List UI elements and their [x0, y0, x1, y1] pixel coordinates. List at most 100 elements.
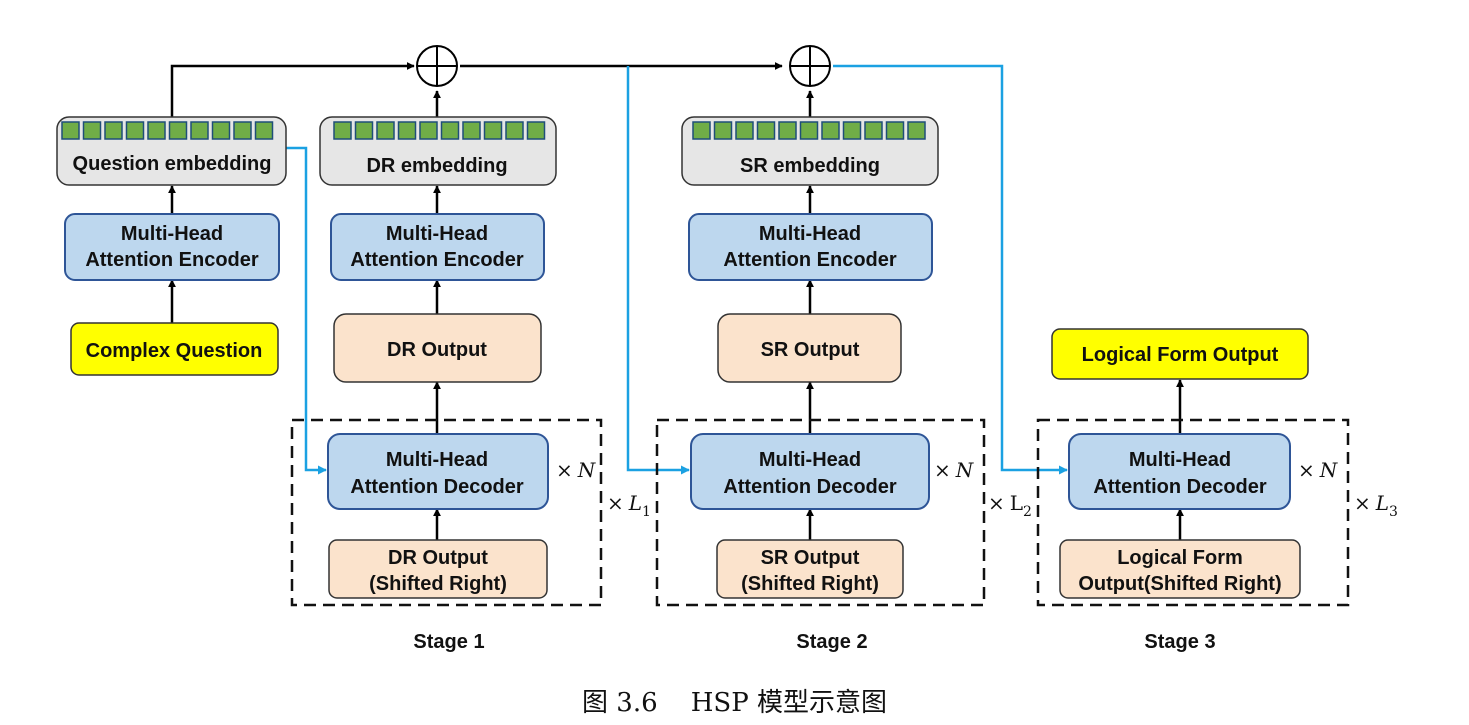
shifted-label-line1: DR Output [388, 547, 488, 569]
decoder-box [1068, 433, 1291, 510]
dr-embedding-node: DR embedding [319, 116, 557, 186]
question-to-sum1-arrow [170, 62, 415, 117]
embedding-token [505, 121, 524, 140]
decoder-1-repeat-n: ×N [556, 458, 597, 482]
embedding-token [376, 121, 395, 140]
embedding-token [419, 121, 438, 140]
stage-3-repeat-l: ×L3 [1354, 491, 1398, 520]
skip-arrows [285, 64, 1068, 475]
encoder-2-node: Multi-Head Attention Encoder [330, 213, 545, 281]
embedding-token [211, 121, 231, 140]
shifted-box [1059, 539, 1301, 599]
embedding-token [692, 121, 711, 140]
embedding-token [254, 121, 274, 140]
embedding-token [483, 121, 503, 140]
shifted-label-line2: Output(Shifted Right) [1078, 573, 1281, 595]
caption-gap [658, 688, 691, 718]
dr-shifted-node: DR Output (Shifted Right) [328, 539, 548, 599]
embedding-token [462, 121, 481, 140]
figure-caption: 图 3.6 HSP 模型示意图 [0, 682, 1469, 719]
decoder-label-line1: Multi-Head [1129, 449, 1231, 471]
embedding-token [799, 121, 819, 140]
decoder-1-node: Multi-Head Attention Decoder [327, 433, 549, 510]
sr-shifted-node: SR Output (Shifted Right) [716, 539, 904, 599]
encoder-box [64, 213, 280, 281]
sum-node-2 [789, 45, 831, 87]
decoder-label-line2: Attention Decoder [723, 476, 897, 498]
question-embedding-node: Question embedding [56, 116, 287, 186]
lf-output-label: Logical Form Output [1082, 344, 1279, 366]
embedding-tokens [333, 121, 546, 140]
embedding-token [125, 121, 145, 140]
sr-output-node: SR Output [717, 313, 902, 383]
figure-title: HSP 模型示意图 [690, 688, 887, 718]
stage-3-label: Stage 3 [1144, 631, 1215, 653]
sum1-to-dec2-skip-arrow [626, 66, 690, 475]
embedding-token [147, 121, 166, 140]
dr-output-label: DR Output [387, 339, 487, 361]
shifted-box [716, 539, 904, 599]
output-box [1051, 328, 1309, 380]
encoder-3-node: Multi-Head Attention Encoder [688, 213, 933, 281]
encoder-label-line1: Multi-Head [759, 223, 861, 245]
shifted-label-line2: (Shifted Right) [369, 573, 507, 595]
dr-embedding-label: DR embedding [366, 155, 507, 177]
decoder-label-line2: Attention Decoder [350, 476, 524, 498]
embedding-token [885, 121, 905, 140]
encoder-box [330, 213, 545, 281]
embedding-token [104, 121, 123, 140]
question-embedding-label: Question embedding [73, 153, 272, 175]
stage-1-repeat-frame [290, 418, 603, 607]
embedding-token [168, 121, 188, 140]
shifted-box [328, 539, 548, 599]
shifted-label-line2: (Shifted Right) [741, 573, 879, 595]
embedding-token [61, 121, 80, 140]
sr-embedding-node: SR embedding [681, 116, 939, 186]
embedding-token [735, 121, 754, 140]
encoder-label-line2: Attention Encoder [350, 249, 524, 271]
encoder-label-line1: Multi-Head [386, 223, 488, 245]
encoder-label-line2: Attention Encoder [723, 249, 897, 271]
figure-number: 图 3.6 [582, 688, 658, 718]
embedding-token [756, 121, 776, 140]
embedding-token [190, 121, 209, 140]
embedding-token [440, 121, 460, 140]
decoder-box [327, 433, 549, 510]
embedding-tokens [61, 121, 274, 140]
main-flow-arrows [168, 62, 1184, 540]
embedding-token [778, 121, 797, 140]
shifted-label-line1: SR Output [761, 547, 860, 569]
decoder-2-repeat-n: ×N [934, 458, 975, 482]
embedding-token [333, 121, 352, 140]
embedding-token [82, 121, 102, 140]
embedding-token [526, 121, 546, 140]
shifted-label-line1: Logical Form [1117, 547, 1243, 569]
stage-1-label: Stage 1 [413, 631, 484, 653]
sr-output-label: SR Output [761, 339, 860, 361]
output-box [333, 313, 542, 383]
stage-2-repeat-l: ×L2 [988, 491, 1032, 520]
hsp-diagram: Question embedding DR embedding SR embed… [56, 45, 1398, 653]
lf-output-node: Logical Form Output [1051, 328, 1309, 380]
decoder-label-line1: Multi-Head [386, 449, 488, 471]
decoder-label-line1: Multi-Head [759, 449, 861, 471]
embedding-token [842, 121, 862, 140]
question-to-dec1-skip-arrow [285, 146, 327, 475]
stage-1-repeat-l: ×L1 [607, 491, 651, 520]
sr-embedding-label: SR embedding [740, 155, 880, 177]
embedding-token [713, 121, 733, 140]
sum-node-1 [416, 45, 458, 87]
decoder-2-node: Multi-Head Attention Decoder [690, 433, 930, 510]
embedding-token [354, 121, 374, 140]
complex-question-node: Complex Question [70, 322, 279, 376]
decoder-3-repeat-n: ×N [1298, 458, 1339, 482]
embedding-token [907, 121, 926, 140]
embedding-token [233, 121, 252, 140]
input-box [70, 322, 279, 376]
stage-2-label: Stage 2 [796, 631, 867, 653]
embedding-token [864, 121, 883, 140]
stage-2-repeat-frame [655, 418, 986, 607]
output-box [717, 313, 902, 383]
decoder-box [690, 433, 930, 510]
encoder-label-line2: Attention Encoder [85, 249, 259, 271]
